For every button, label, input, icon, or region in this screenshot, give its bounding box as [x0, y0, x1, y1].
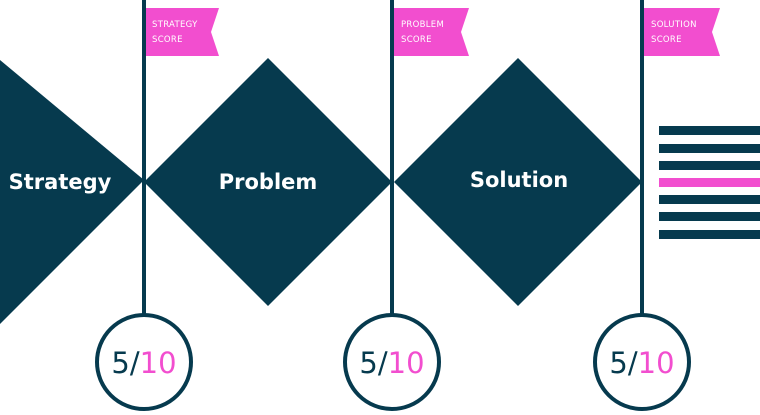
svg-text:5/10: 5/10	[111, 346, 176, 380]
strategy-flag-line1: STRATEGY	[152, 20, 198, 30]
problem-flag: PROBLEM SCORE	[394, 8, 469, 56]
solution-score-separator: /	[628, 346, 638, 380]
strategy-flag: STRATEGY SCORE	[146, 8, 219, 56]
list-icon-line	[659, 195, 760, 204]
list-icon-line-highlighted	[659, 178, 760, 187]
strategy-score-separator: /	[130, 346, 140, 380]
list-icon-line	[659, 144, 760, 153]
problem-score-value: 5	[359, 346, 377, 380]
list-icon-line	[659, 212, 760, 221]
list-icon	[659, 126, 760, 239]
list-icon-line	[659, 161, 760, 170]
strategy-label: Strategy	[9, 170, 112, 194]
problem-stage-shape	[144, 58, 392, 306]
problem-score-separator: /	[378, 346, 388, 380]
problem-flag-line1: PROBLEM	[401, 20, 444, 30]
svg-text:5/10: 5/10	[609, 346, 674, 380]
solution-score: 5/10	[593, 313, 691, 411]
strategy-score-value: 5	[111, 346, 129, 380]
list-icon-line	[659, 126, 760, 135]
strategy-score-max: 10	[140, 346, 177, 380]
solution-flag-line2: SCORE	[651, 35, 682, 45]
strategy-stage-shape	[0, 60, 144, 324]
problem-flag-line2: SCORE	[401, 35, 432, 45]
problem-score: 5/10	[343, 313, 441, 411]
solution-stage-shape	[394, 58, 642, 306]
solution-flag: SOLUTION SCORE	[644, 8, 720, 56]
problem-score-max: 10	[388, 346, 425, 380]
solution-label: Solution	[470, 168, 568, 192]
list-icon-line	[659, 230, 760, 239]
svg-text:5/10: 5/10	[359, 346, 424, 380]
strategy-score: 5/10	[95, 313, 193, 411]
strategy-flag-line2: SCORE	[152, 35, 183, 45]
solution-score-value: 5	[609, 346, 627, 380]
solution-flag-line1: SOLUTION	[651, 20, 697, 30]
problem-label: Problem	[219, 170, 318, 194]
solution-score-max: 10	[638, 346, 675, 380]
